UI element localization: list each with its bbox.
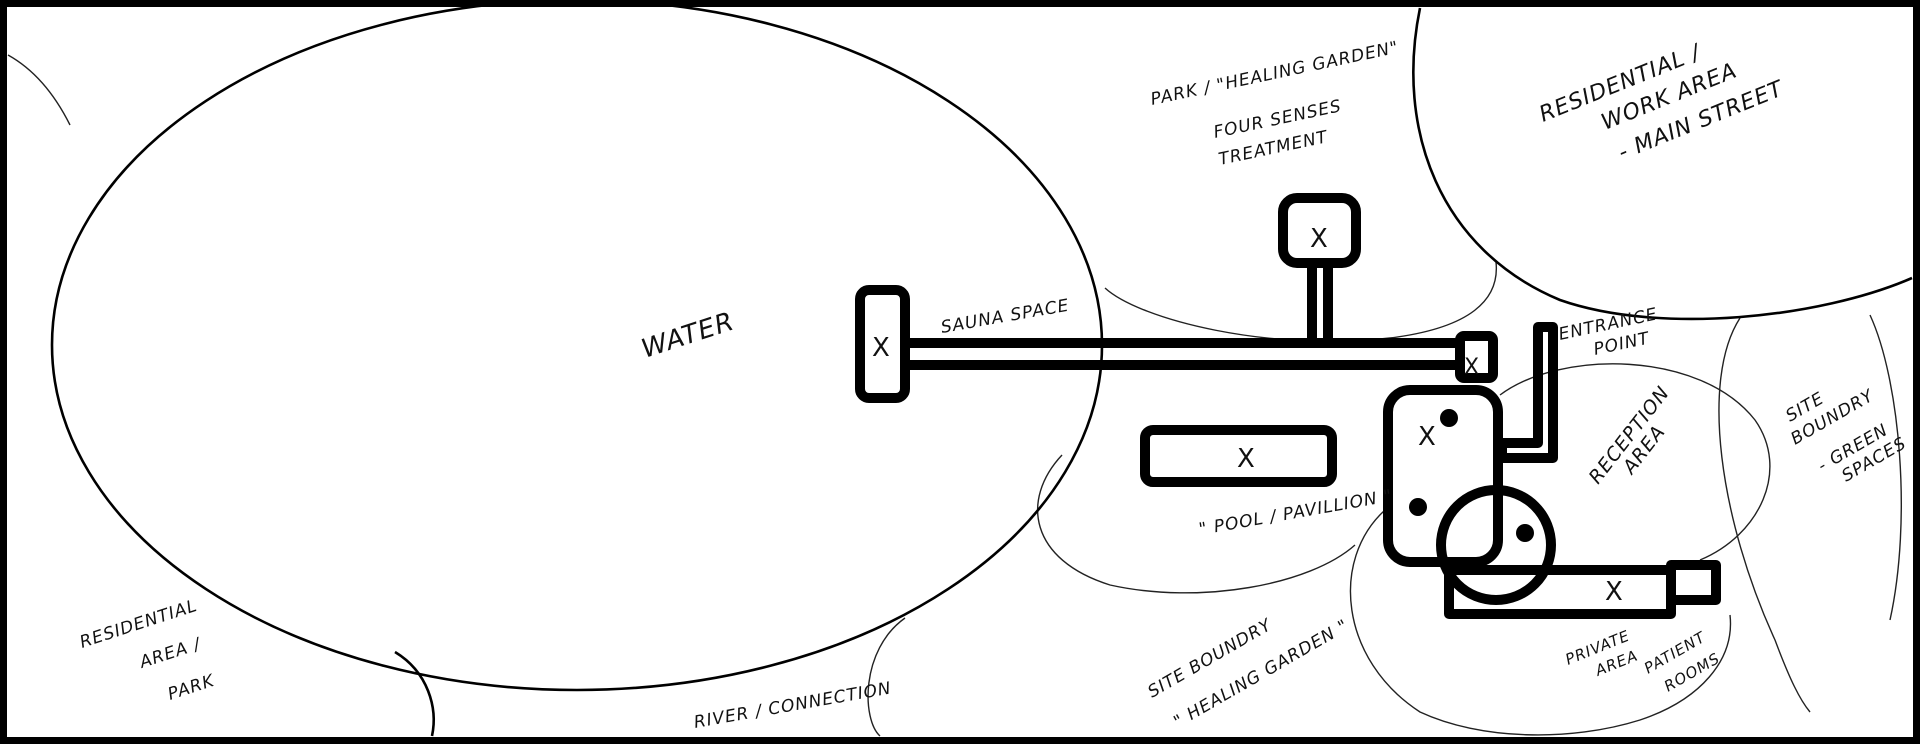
- residential-park-zone-outline: [394, 650, 435, 737]
- courtyard-circle: [1436, 485, 1556, 605]
- x-mark-private: X: [1605, 577, 1623, 607]
- dot-courtyard: [1516, 524, 1534, 542]
- entrance-box: [1455, 331, 1498, 383]
- x-mark-sauna: X: [872, 333, 890, 363]
- treatment-connector: [1307, 258, 1333, 348]
- x-mark-reception: X: [1418, 422, 1436, 452]
- zone-pool-pavillion: [1037, 454, 1356, 594]
- zone-green-spaces-outer: [1869, 314, 1902, 621]
- zone-site-healing-garden: [867, 509, 1732, 737]
- x-mark-treatment: X: [1310, 224, 1328, 254]
- zone-reception-area: [1499, 363, 1771, 561]
- x-marks: X X X X X X: [872, 224, 1623, 607]
- zone-top-left-corner: [7, 54, 71, 126]
- dot-reception-upper: [1440, 409, 1458, 427]
- facility-blocks: [855, 193, 1721, 619]
- patient-rooms-block: [1666, 560, 1721, 605]
- zone-site-green-spaces: [1718, 317, 1811, 713]
- x-mark-pool: X: [1237, 444, 1255, 474]
- zone-outlines: [7, 54, 1902, 737]
- residential-work-zone-outline: [1412, 7, 1913, 321]
- dot-reception-lower: [1409, 498, 1427, 516]
- facility-dots: [1409, 409, 1534, 542]
- x-mark-entrance: X: [1464, 355, 1479, 380]
- pool-pavillion-block: [1140, 425, 1337, 487]
